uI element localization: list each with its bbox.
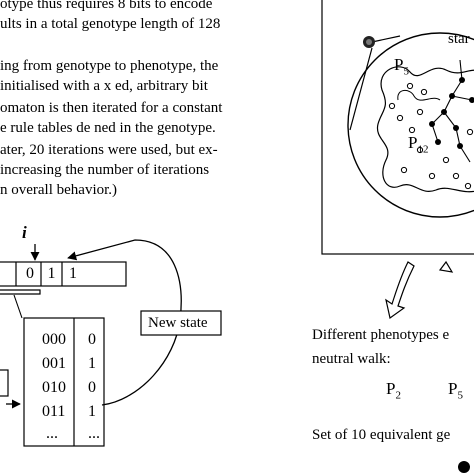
rule-output: 1 [88, 403, 96, 420]
state-cell: 0 [26, 265, 34, 282]
phenotype-p5: P5 [448, 379, 463, 402]
paragraph-line: ater, 20 iterations were used, but ex- [0, 142, 218, 158]
rule-pattern: 011 [42, 403, 66, 420]
rule-output: 1 [88, 355, 96, 372]
pointer-label: i [22, 223, 27, 242]
rule-pattern: 001 [42, 355, 66, 372]
state-cell: 1 [69, 265, 77, 282]
panel-frame [321, 0, 474, 255]
paragraph-line: increasing the number of iterations [0, 162, 210, 178]
phenotype-p2: P2 [386, 379, 401, 402]
rule-pattern: 010 [42, 379, 66, 396]
rule-output: ... [88, 425, 100, 442]
bottom-caption: Set of 10 equivalent ge [312, 427, 451, 443]
down-arrow [385, 261, 415, 320]
paragraph-line: initialised with a x ed, arbitrary bit [0, 78, 208, 94]
rule-output: 0 [88, 379, 96, 396]
node-label-p12: P12 [408, 133, 429, 156]
paragraph-line: otype thus requires 8 bits to encode [0, 0, 213, 12]
paragraph-line: n overall behavior.) [0, 182, 118, 198]
paragraph-line: ults in a total genotype length of 128 [0, 16, 221, 32]
open-nodes [388, 82, 474, 190]
state-cell: 1 [47, 265, 56, 282]
ca-diagram [0, 239, 222, 447]
rule-table [23, 317, 105, 447]
rule-pattern: ... [46, 425, 58, 442]
start-label: star [448, 31, 470, 47]
new-state-label: New state [148, 315, 208, 331]
new-state-box [140, 310, 222, 336]
caption-line-2: neutral walk: [312, 351, 391, 367]
neutral-walk-panel [321, 0, 474, 473]
paragraph-line: omaton is then iterated for a constant [0, 100, 223, 116]
paragraph-line: e rule tables de ned in the genotype. [0, 120, 216, 136]
neutral-walk-network [431, 59, 473, 163]
rule-output: 0 [88, 331, 96, 348]
caption-line-1: Different phenotypes e [312, 327, 450, 343]
node-label-p5: P5 [394, 55, 409, 78]
network-nodes [429, 77, 474, 149]
paragraph-line: ing from genotype to phenotype, the [0, 58, 219, 74]
rule-pattern: 000 [42, 331, 66, 348]
